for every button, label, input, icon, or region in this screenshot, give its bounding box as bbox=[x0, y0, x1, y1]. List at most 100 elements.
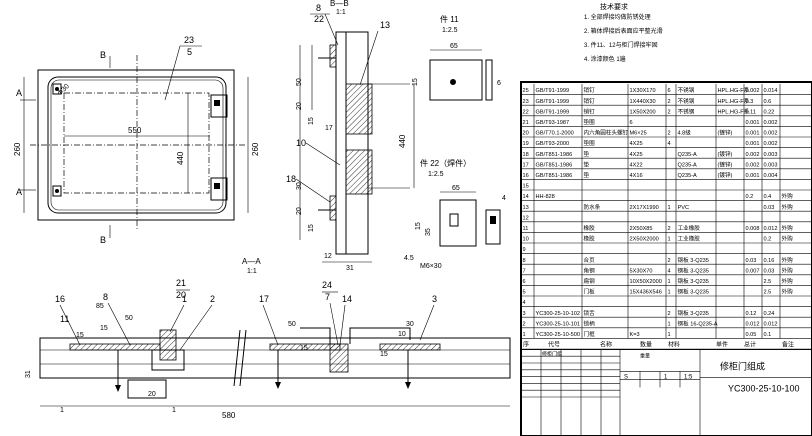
bom-cell: 3 bbox=[523, 311, 526, 317]
bom-cell: 0.001 bbox=[746, 141, 760, 147]
tech-note-2: 2. 箱体焊接后表面应平整光滑 bbox=[584, 27, 663, 35]
bom-cell: 4.8级 bbox=[678, 129, 692, 137]
balloon-arrow-23 bbox=[164, 45, 181, 101]
bom-cell: 销钉 bbox=[584, 86, 596, 94]
bom-cell: 4X25 bbox=[630, 141, 643, 147]
bom-header-cell: 数量 bbox=[640, 340, 652, 348]
dim-bb-3: 15 bbox=[308, 117, 315, 125]
dim-aa-scale-mid: 1 bbox=[172, 407, 176, 414]
dim-right: 260 bbox=[251, 142, 260, 156]
tech-note-3: 3. 件11、12与柜门焊接牢固 bbox=[584, 41, 658, 49]
piece11-hole bbox=[450, 79, 456, 85]
section-bb-view: B—B 1:1 50 20 15 17 440 12 31 30 20 15 8… bbox=[286, 0, 415, 272]
bom-cell: 0.004 bbox=[764, 173, 778, 179]
bom-cell: GB/T91-1999 bbox=[536, 99, 570, 105]
bom-header-cell: 名称 bbox=[600, 340, 612, 348]
tech-note-4: 4. 涂漆颜色 1遍 bbox=[584, 55, 626, 63]
bom-cell: 垫 bbox=[584, 150, 590, 158]
piece22-bolt: M6×30 bbox=[420, 263, 442, 270]
bom-cell: 0.2 bbox=[746, 194, 754, 200]
bom-cell: 1 bbox=[523, 332, 526, 338]
bom-cell: 4X16 bbox=[630, 173, 643, 179]
bom-cell: 10X50X2000 bbox=[630, 279, 662, 285]
balloon-aa-20: 20 bbox=[176, 290, 186, 300]
bom-cell: 0.002 bbox=[746, 88, 760, 94]
dim-width: 550 bbox=[128, 126, 142, 135]
bom-cell: 0.003 bbox=[764, 152, 778, 158]
bom-cell: 0.012 bbox=[764, 321, 778, 327]
bom-cell: 外购 bbox=[782, 266, 794, 274]
bom-cell: (镀锌) bbox=[718, 171, 733, 179]
balloon-bb-22: 22 bbox=[314, 14, 324, 24]
bom-cell: YC300-25-10-101 bbox=[536, 321, 580, 327]
dim-aa-15c: 15 bbox=[300, 345, 308, 352]
piece11-scale: 1:2.5 bbox=[442, 27, 458, 34]
section-arrow-b-bottom: B bbox=[100, 235, 106, 245]
section-bb-label: B—B bbox=[330, 0, 349, 8]
bom-cell: 15X436X546 bbox=[630, 290, 662, 296]
bom-cell: 0.002 bbox=[764, 131, 778, 137]
hinge-bar-left bbox=[69, 343, 161, 351]
balloon-5: 5 bbox=[187, 47, 192, 57]
bom-cell: 18 bbox=[523, 152, 529, 158]
bom-cell: 外购 bbox=[782, 256, 794, 264]
dim-aa-30: 30 bbox=[406, 321, 414, 328]
section-arrow-a-top: A bbox=[16, 88, 22, 98]
bom-cell: 钢板 16-Q235-A bbox=[678, 319, 718, 327]
bom-cell: HPL.HG-F系 bbox=[718, 107, 750, 115]
bom-cell: 25 bbox=[523, 88, 529, 94]
bom-header-cell: 备注 bbox=[782, 340, 794, 348]
bom-cell: 17 bbox=[523, 162, 529, 168]
balloon-23: 23 bbox=[184, 35, 194, 45]
break-line-2 bbox=[239, 329, 247, 387]
tech-note-1: 1. 全部焊接均做防锈处理 bbox=[584, 13, 651, 21]
bom-cell: 0.002 bbox=[764, 120, 778, 126]
bom-cell: Q235-A bbox=[678, 162, 698, 168]
bom-cell: 0.1 bbox=[764, 332, 772, 338]
handle-left bbox=[300, 327, 331, 344]
bom-cell: 工业橡胶 bbox=[678, 224, 701, 232]
bom-cell: 2 bbox=[668, 99, 671, 105]
bom-cell: 1 bbox=[668, 279, 671, 285]
footer-code: YC300-25-10-100 bbox=[728, 383, 800, 393]
piece11-label: 件 11 bbox=[440, 14, 459, 24]
bom-cell: 钢板 3-Q235 bbox=[678, 288, 709, 296]
bom-cell: 垫圈 bbox=[584, 118, 596, 126]
dim-bb-4: 17 bbox=[325, 125, 333, 132]
balloon-bb-18: 18 bbox=[286, 174, 296, 184]
bom-cell: 2 bbox=[523, 321, 526, 327]
bom-cell: 合页 bbox=[584, 256, 596, 264]
piece11-dim-65: 65 bbox=[450, 43, 458, 50]
balloon-aa-16: 16 bbox=[55, 294, 65, 304]
piece22-slot bbox=[449, 213, 459, 227]
bom-cell: 门板 bbox=[584, 288, 596, 296]
bom-header-cell: 材料 bbox=[668, 340, 680, 348]
bom-cell: GB/T93-1987 bbox=[536, 120, 570, 126]
door-leaf bbox=[345, 31, 369, 255]
lock-bottom-hole bbox=[55, 189, 59, 193]
piece22-label: 件 22（焊件） bbox=[420, 158, 471, 168]
bom-cell: (镀锌) bbox=[718, 129, 733, 137]
balloon-aa-1: 1 bbox=[182, 294, 187, 304]
bom-cell: 13 bbox=[523, 205, 529, 211]
bom-cell: 外购 bbox=[782, 277, 794, 285]
bom-cell: 5X30X70 bbox=[630, 268, 653, 274]
bom-cell: 8 bbox=[523, 258, 526, 264]
bom-cell: 20 bbox=[523, 131, 529, 137]
bom-cell: 不锈钢 bbox=[678, 107, 695, 115]
bom-cell: 0.05 bbox=[746, 332, 757, 338]
bom-cell: 1X440X30 bbox=[630, 99, 656, 105]
hinge-bottom-pin bbox=[214, 183, 220, 189]
bom-cell: 15 bbox=[523, 184, 529, 190]
hinge-clamp-bottom bbox=[329, 195, 337, 221]
frame-wall bbox=[335, 31, 347, 255]
bom-cell: 0.6 bbox=[764, 99, 772, 105]
section-bb-scale: 1:1 bbox=[336, 9, 346, 16]
bom-cell: 钢板 3-Q235 bbox=[678, 256, 709, 264]
dim-bb-6: 12 bbox=[324, 253, 332, 260]
bom-cell: 钢板 3-Q235 bbox=[678, 309, 709, 317]
dim-height: 440 bbox=[176, 151, 185, 165]
bom-cell: 4X25 bbox=[630, 152, 643, 158]
bom-header-cell: 单件 bbox=[716, 340, 728, 348]
